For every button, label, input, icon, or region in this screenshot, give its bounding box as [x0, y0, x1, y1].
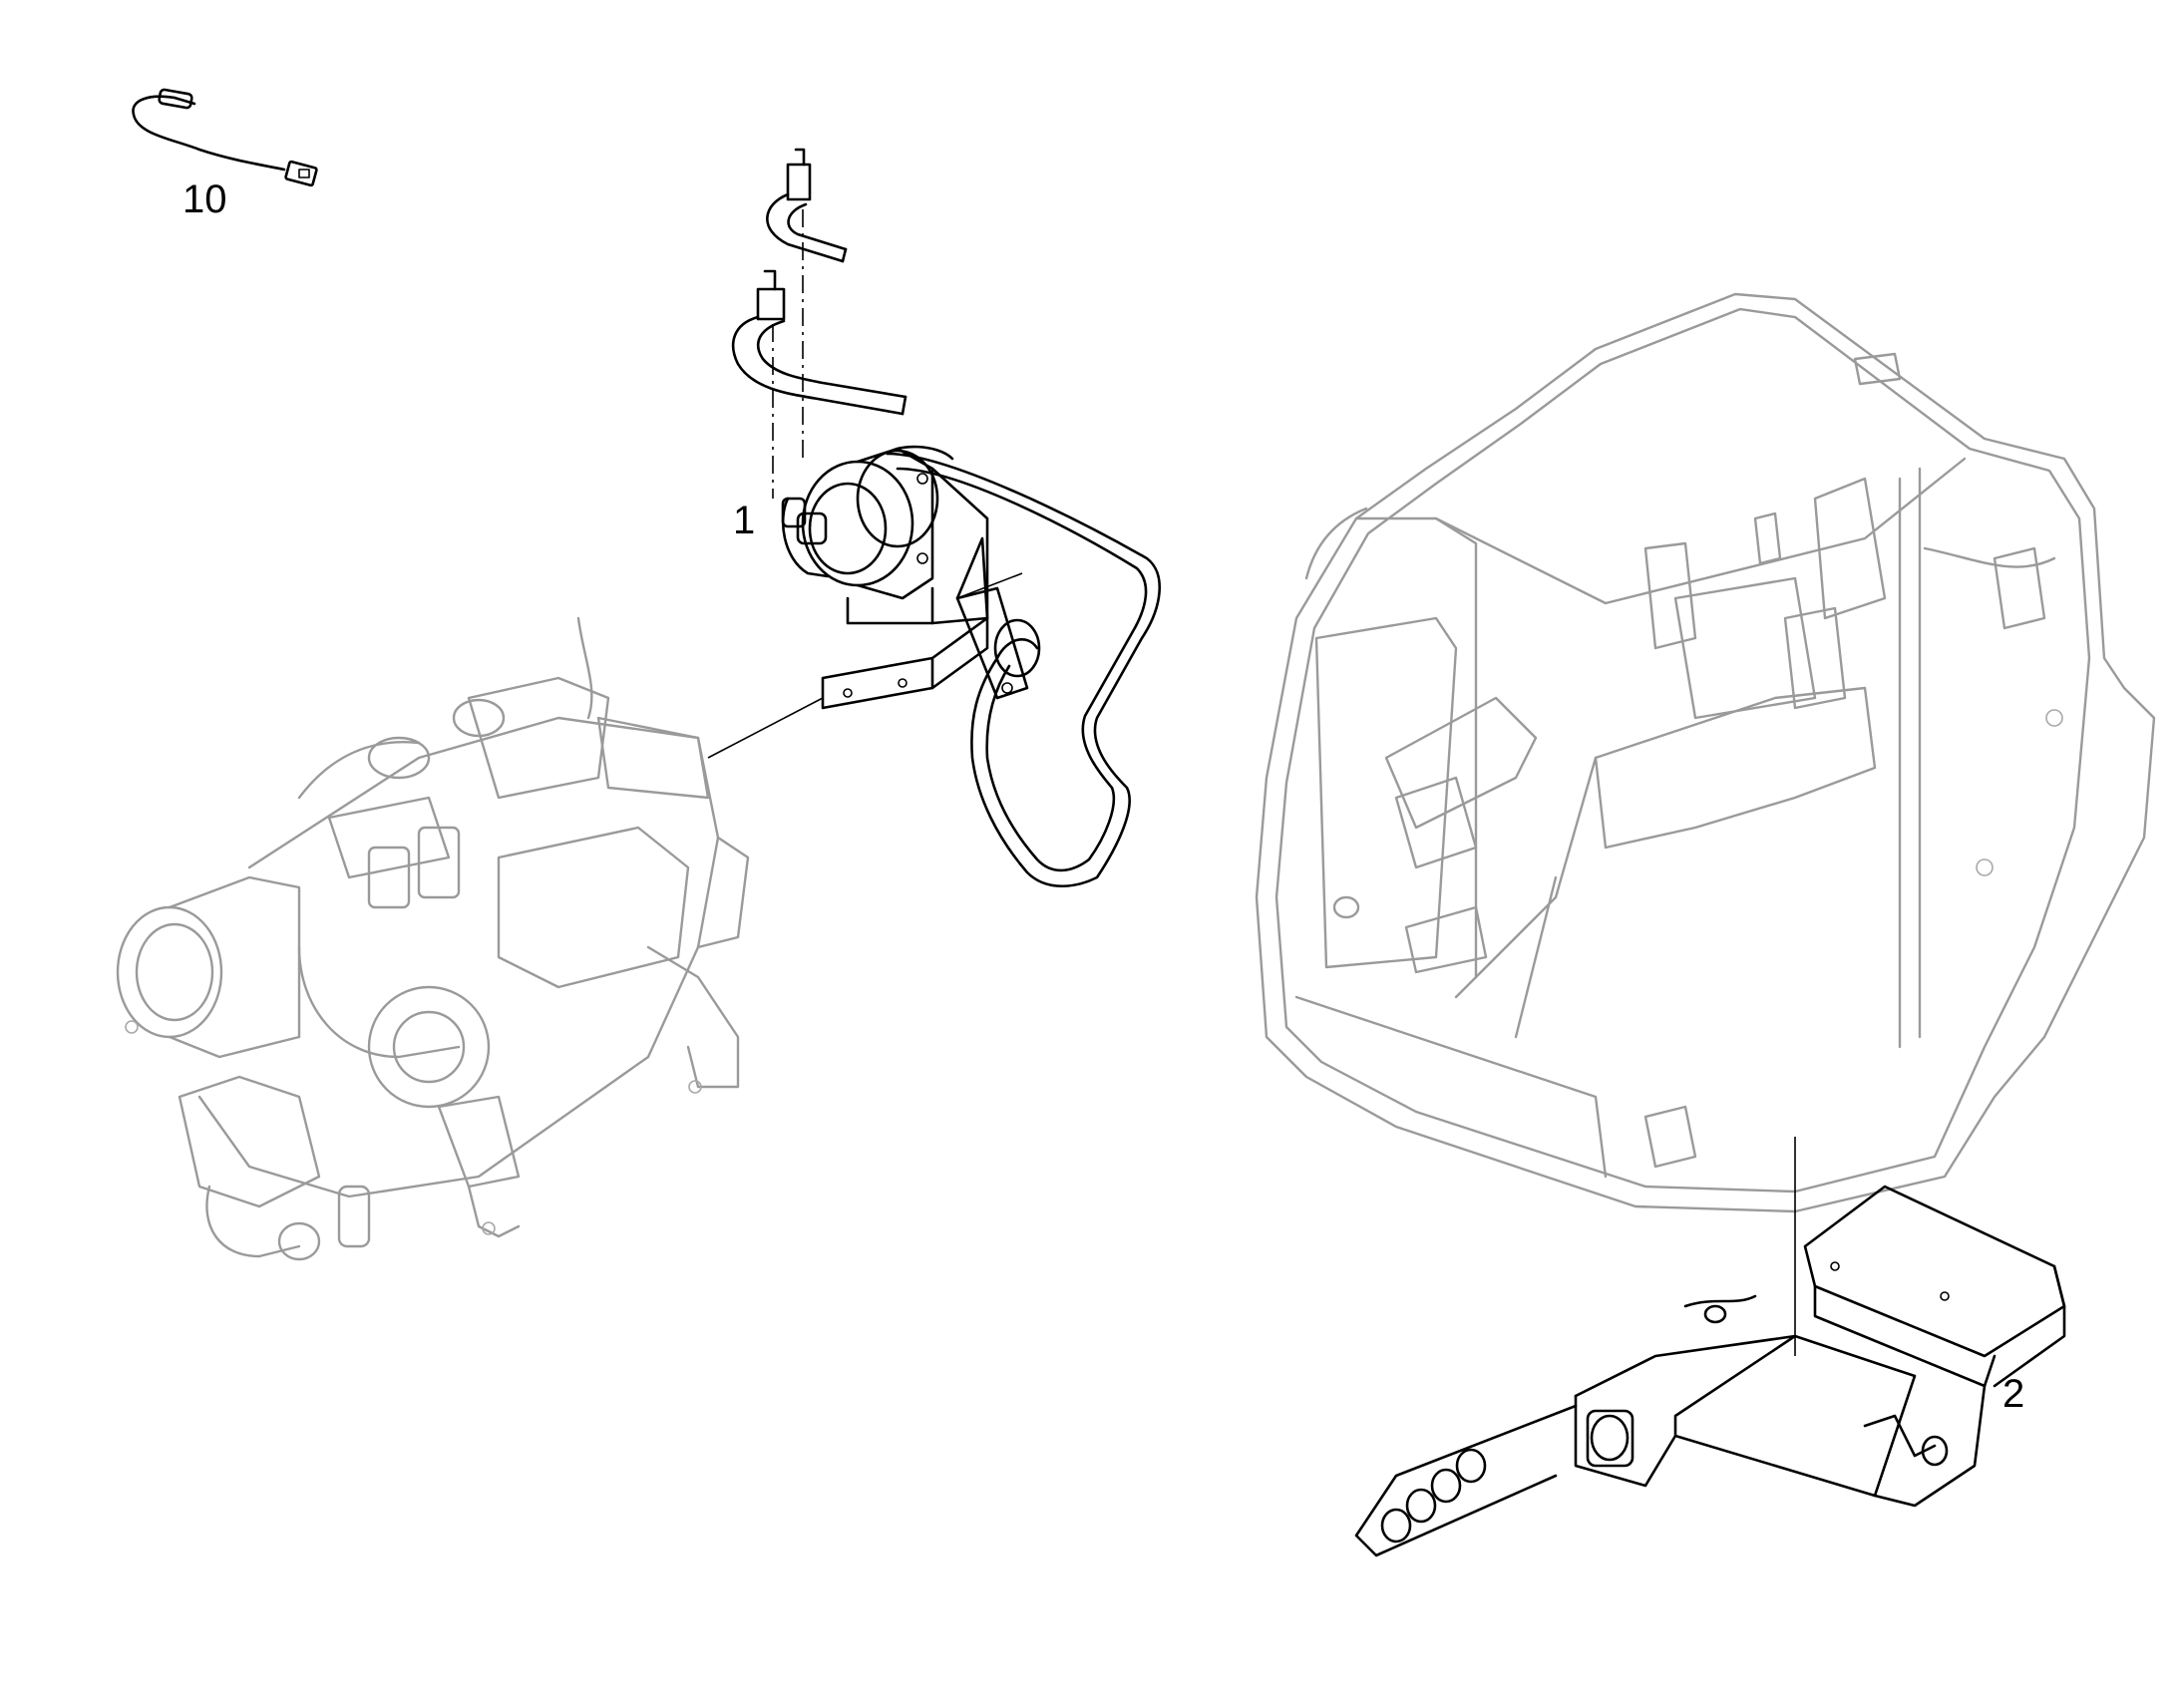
- leader-bracket-to-engine: [707, 697, 824, 759]
- lower-refrigerant-hose: [731, 269, 908, 416]
- engine-ghost: [116, 616, 750, 1261]
- callout-1: 1: [733, 499, 755, 542]
- callout-10: 10: [182, 177, 227, 221]
- leader-belt: [956, 572, 1023, 599]
- drive-belt: [886, 452, 1161, 888]
- upper-refrigerant-hose: [766, 148, 848, 263]
- wiring-harness-part-10: [132, 88, 318, 187]
- callout-2: 2: [2002, 1372, 2024, 1416]
- compressor-assembly-part-1: [781, 445, 989, 625]
- compressor-mounting-bracket: [821, 536, 1041, 710]
- heater-box-part-2: [1354, 1185, 2066, 1557]
- operator-cab-ghost: [1255, 292, 2156, 1213]
